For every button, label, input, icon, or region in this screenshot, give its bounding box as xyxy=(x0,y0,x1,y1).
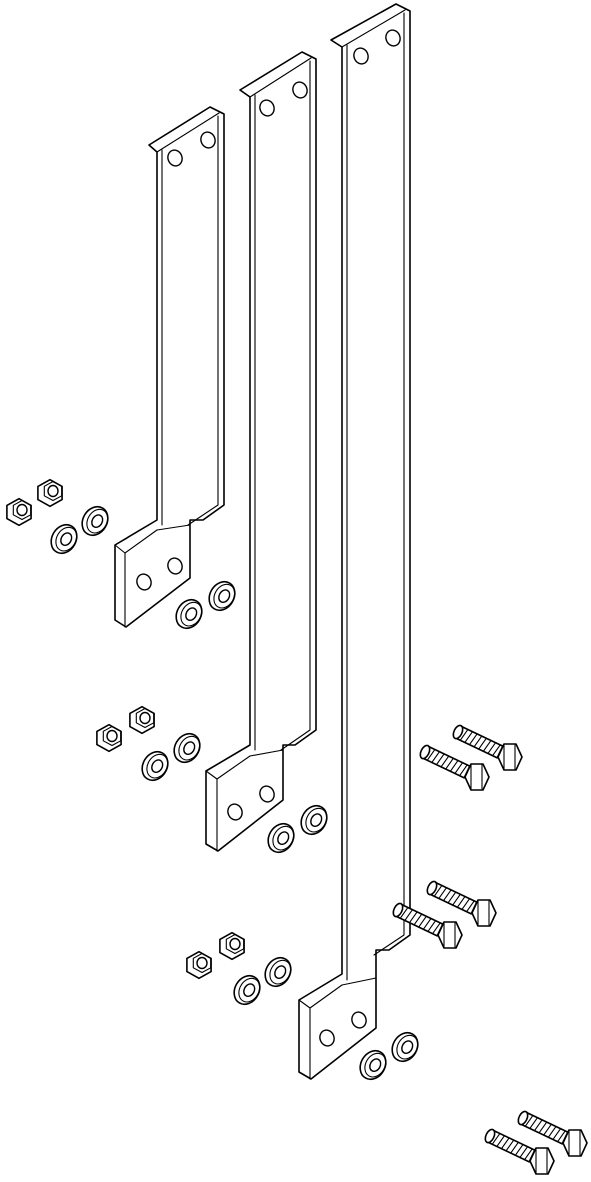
bolt-3 xyxy=(426,880,497,927)
nut-4 xyxy=(129,705,155,735)
nut-1 xyxy=(6,497,32,527)
bolt-4 xyxy=(392,902,463,949)
washer-10 xyxy=(264,956,292,988)
medium-bar xyxy=(205,51,317,852)
washer-5 xyxy=(141,750,169,782)
nut-6 xyxy=(219,931,245,961)
long-bar xyxy=(298,3,411,1080)
short-bar xyxy=(114,106,225,628)
nut-5 xyxy=(186,950,212,980)
washer-9 xyxy=(233,974,261,1006)
bolt-5 xyxy=(517,1110,588,1157)
washer-11 xyxy=(359,1049,387,1081)
washer-1 xyxy=(50,523,78,555)
nut-3 xyxy=(96,723,122,753)
washer-8 xyxy=(300,804,328,836)
bolt-1 xyxy=(452,724,523,771)
bolt-2 xyxy=(419,744,490,791)
hardware-layer xyxy=(6,478,588,1175)
bolt-6 xyxy=(484,1128,555,1175)
washer-7 xyxy=(267,822,295,854)
washer-12 xyxy=(391,1031,419,1063)
washer-4 xyxy=(208,580,236,612)
washer-6 xyxy=(173,732,201,764)
washer-3 xyxy=(175,598,203,630)
nut-2 xyxy=(37,478,63,508)
washer-2 xyxy=(81,505,109,537)
